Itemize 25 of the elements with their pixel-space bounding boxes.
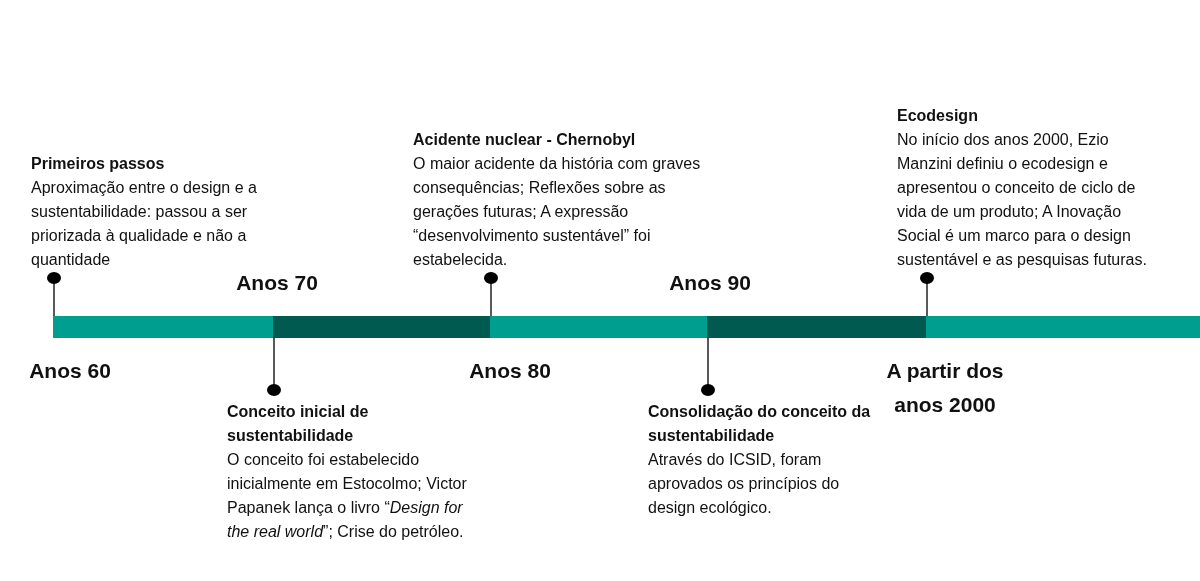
event-description: Aproximação entre o design e a sustentabilidade: passou a ser priorizada à qualidade e não a quantidade bbox=[31, 178, 258, 270]
event-description: Através do ICSID, foram aprovados os princípios do design ecológico. bbox=[648, 450, 841, 518]
timeline-bar-segment bbox=[490, 316, 707, 338]
event-heading: Conceito inicial de sustentabilidade bbox=[227, 402, 370, 446]
decade-label: Anos 60 bbox=[28, 358, 112, 384]
decade-label: A partir dos anos 2000 bbox=[885, 358, 1005, 418]
event-heading: Ecodesign bbox=[897, 106, 979, 126]
pin-line bbox=[484, 272, 498, 317]
pin-line bbox=[267, 337, 281, 396]
decade-label: Anos 70 bbox=[235, 270, 319, 296]
pin-line bbox=[920, 272, 934, 317]
event-heading: Acidente nuclear - Chernobyl bbox=[413, 130, 637, 150]
pin-line bbox=[47, 272, 61, 317]
pin-line bbox=[701, 337, 715, 396]
decade-label: Anos 90 bbox=[668, 270, 752, 296]
event-heading: Primeiros passos bbox=[31, 154, 166, 174]
timeline-bar-segment bbox=[707, 316, 926, 338]
event-heading: Consolidação do conceito da sustentabilidade bbox=[648, 402, 872, 446]
event-description: O conceito foi estabelecido inicialmente em Estocolmo; Victor Papanek lança o livro “Design for the real world”; Crise do petróleo. bbox=[227, 450, 468, 542]
timeline-bar-segment bbox=[273, 316, 490, 338]
event-description: No início dos anos 2000, Ezio Manzini definiu o ecodesign e apresentou o conceito de ciclo de vida de um produto; A Inovação Social é um marco para o design sustentável e as pesquisas futuras. bbox=[897, 130, 1147, 270]
decade-label: Anos 80 bbox=[468, 358, 552, 384]
timeline-bar-segment bbox=[53, 316, 273, 338]
event-description: O maior acidente da história com graves consequências; Reflexões sobre as gerações futuras; A expressão “desenvolvimento sustentável” foi estabelecida. bbox=[413, 154, 702, 270]
timeline-bar-segment bbox=[926, 316, 1200, 338]
